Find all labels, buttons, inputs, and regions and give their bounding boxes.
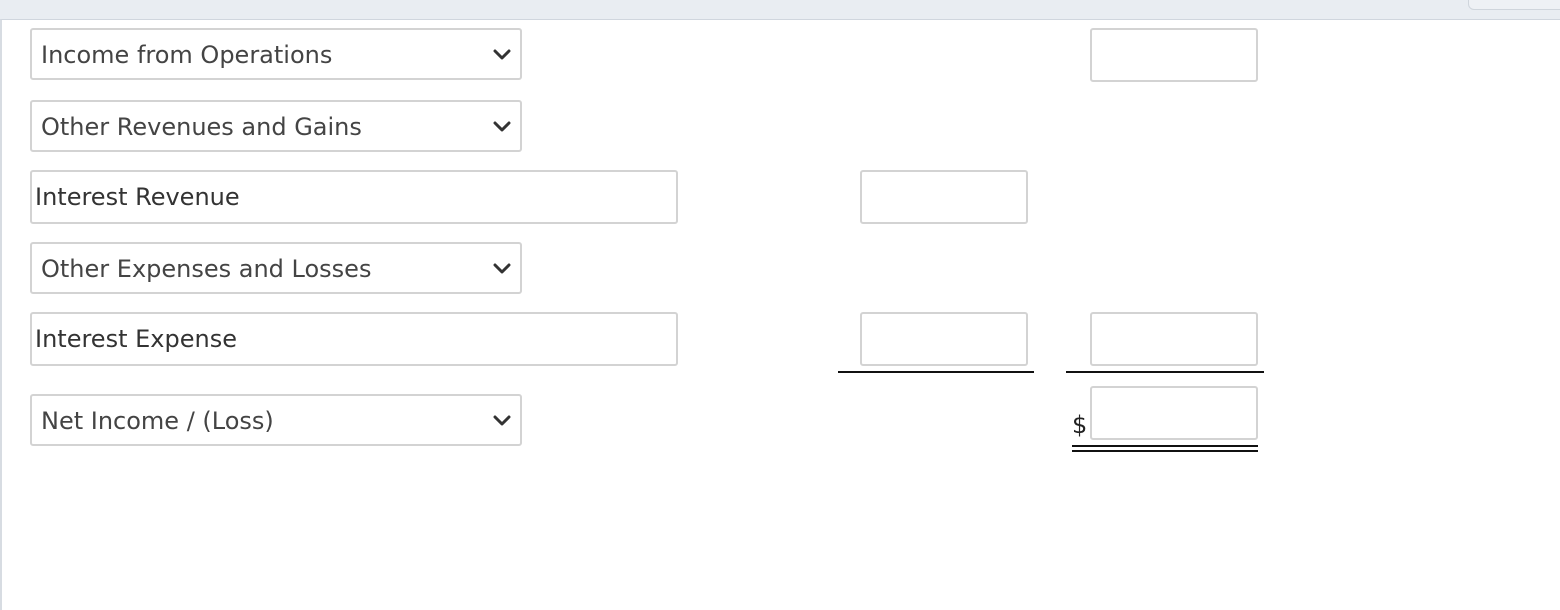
- total-rule: [1066, 371, 1264, 373]
- select-value: Income from Operations: [41, 41, 333, 69]
- interest-expense-field[interactable]: Interest Expense: [30, 312, 678, 366]
- top-bar: [0, 0, 1560, 19]
- chevron-down-icon: [493, 263, 511, 274]
- net-income-double-rule: [1072, 445, 1258, 452]
- other-expenses-losses-select[interactable]: Other Expenses and Losses: [30, 242, 522, 294]
- field-value: Interest Revenue: [35, 183, 240, 211]
- income-from-operations-total-input[interactable]: [1090, 28, 1258, 82]
- income-from-operations-select[interactable]: Income from Operations: [30, 28, 522, 80]
- subtotal-rule: [838, 371, 1034, 373]
- interest-expense-amount-input[interactable]: [860, 312, 1028, 366]
- net-income-select[interactable]: Net Income / (Loss): [30, 394, 522, 446]
- select-value: Other Revenues and Gains: [41, 113, 362, 141]
- interest-revenue-field[interactable]: Interest Revenue: [30, 170, 678, 224]
- field-value: Interest Expense: [35, 325, 237, 353]
- top-tab[interactable]: [1468, 0, 1560, 10]
- interest-revenue-amount-input[interactable]: [860, 170, 1028, 224]
- net-income-total-input[interactable]: [1090, 386, 1258, 440]
- chevron-down-icon: [493, 121, 511, 132]
- currency-symbol: $: [1072, 411, 1088, 439]
- chevron-down-icon: [493, 49, 511, 60]
- select-value: Net Income / (Loss): [41, 407, 274, 435]
- other-revenues-gains-select[interactable]: Other Revenues and Gains: [30, 100, 522, 152]
- select-value: Other Expenses and Losses: [41, 255, 372, 283]
- chevron-down-icon: [493, 415, 511, 426]
- interest-expense-total-input[interactable]: [1090, 312, 1258, 366]
